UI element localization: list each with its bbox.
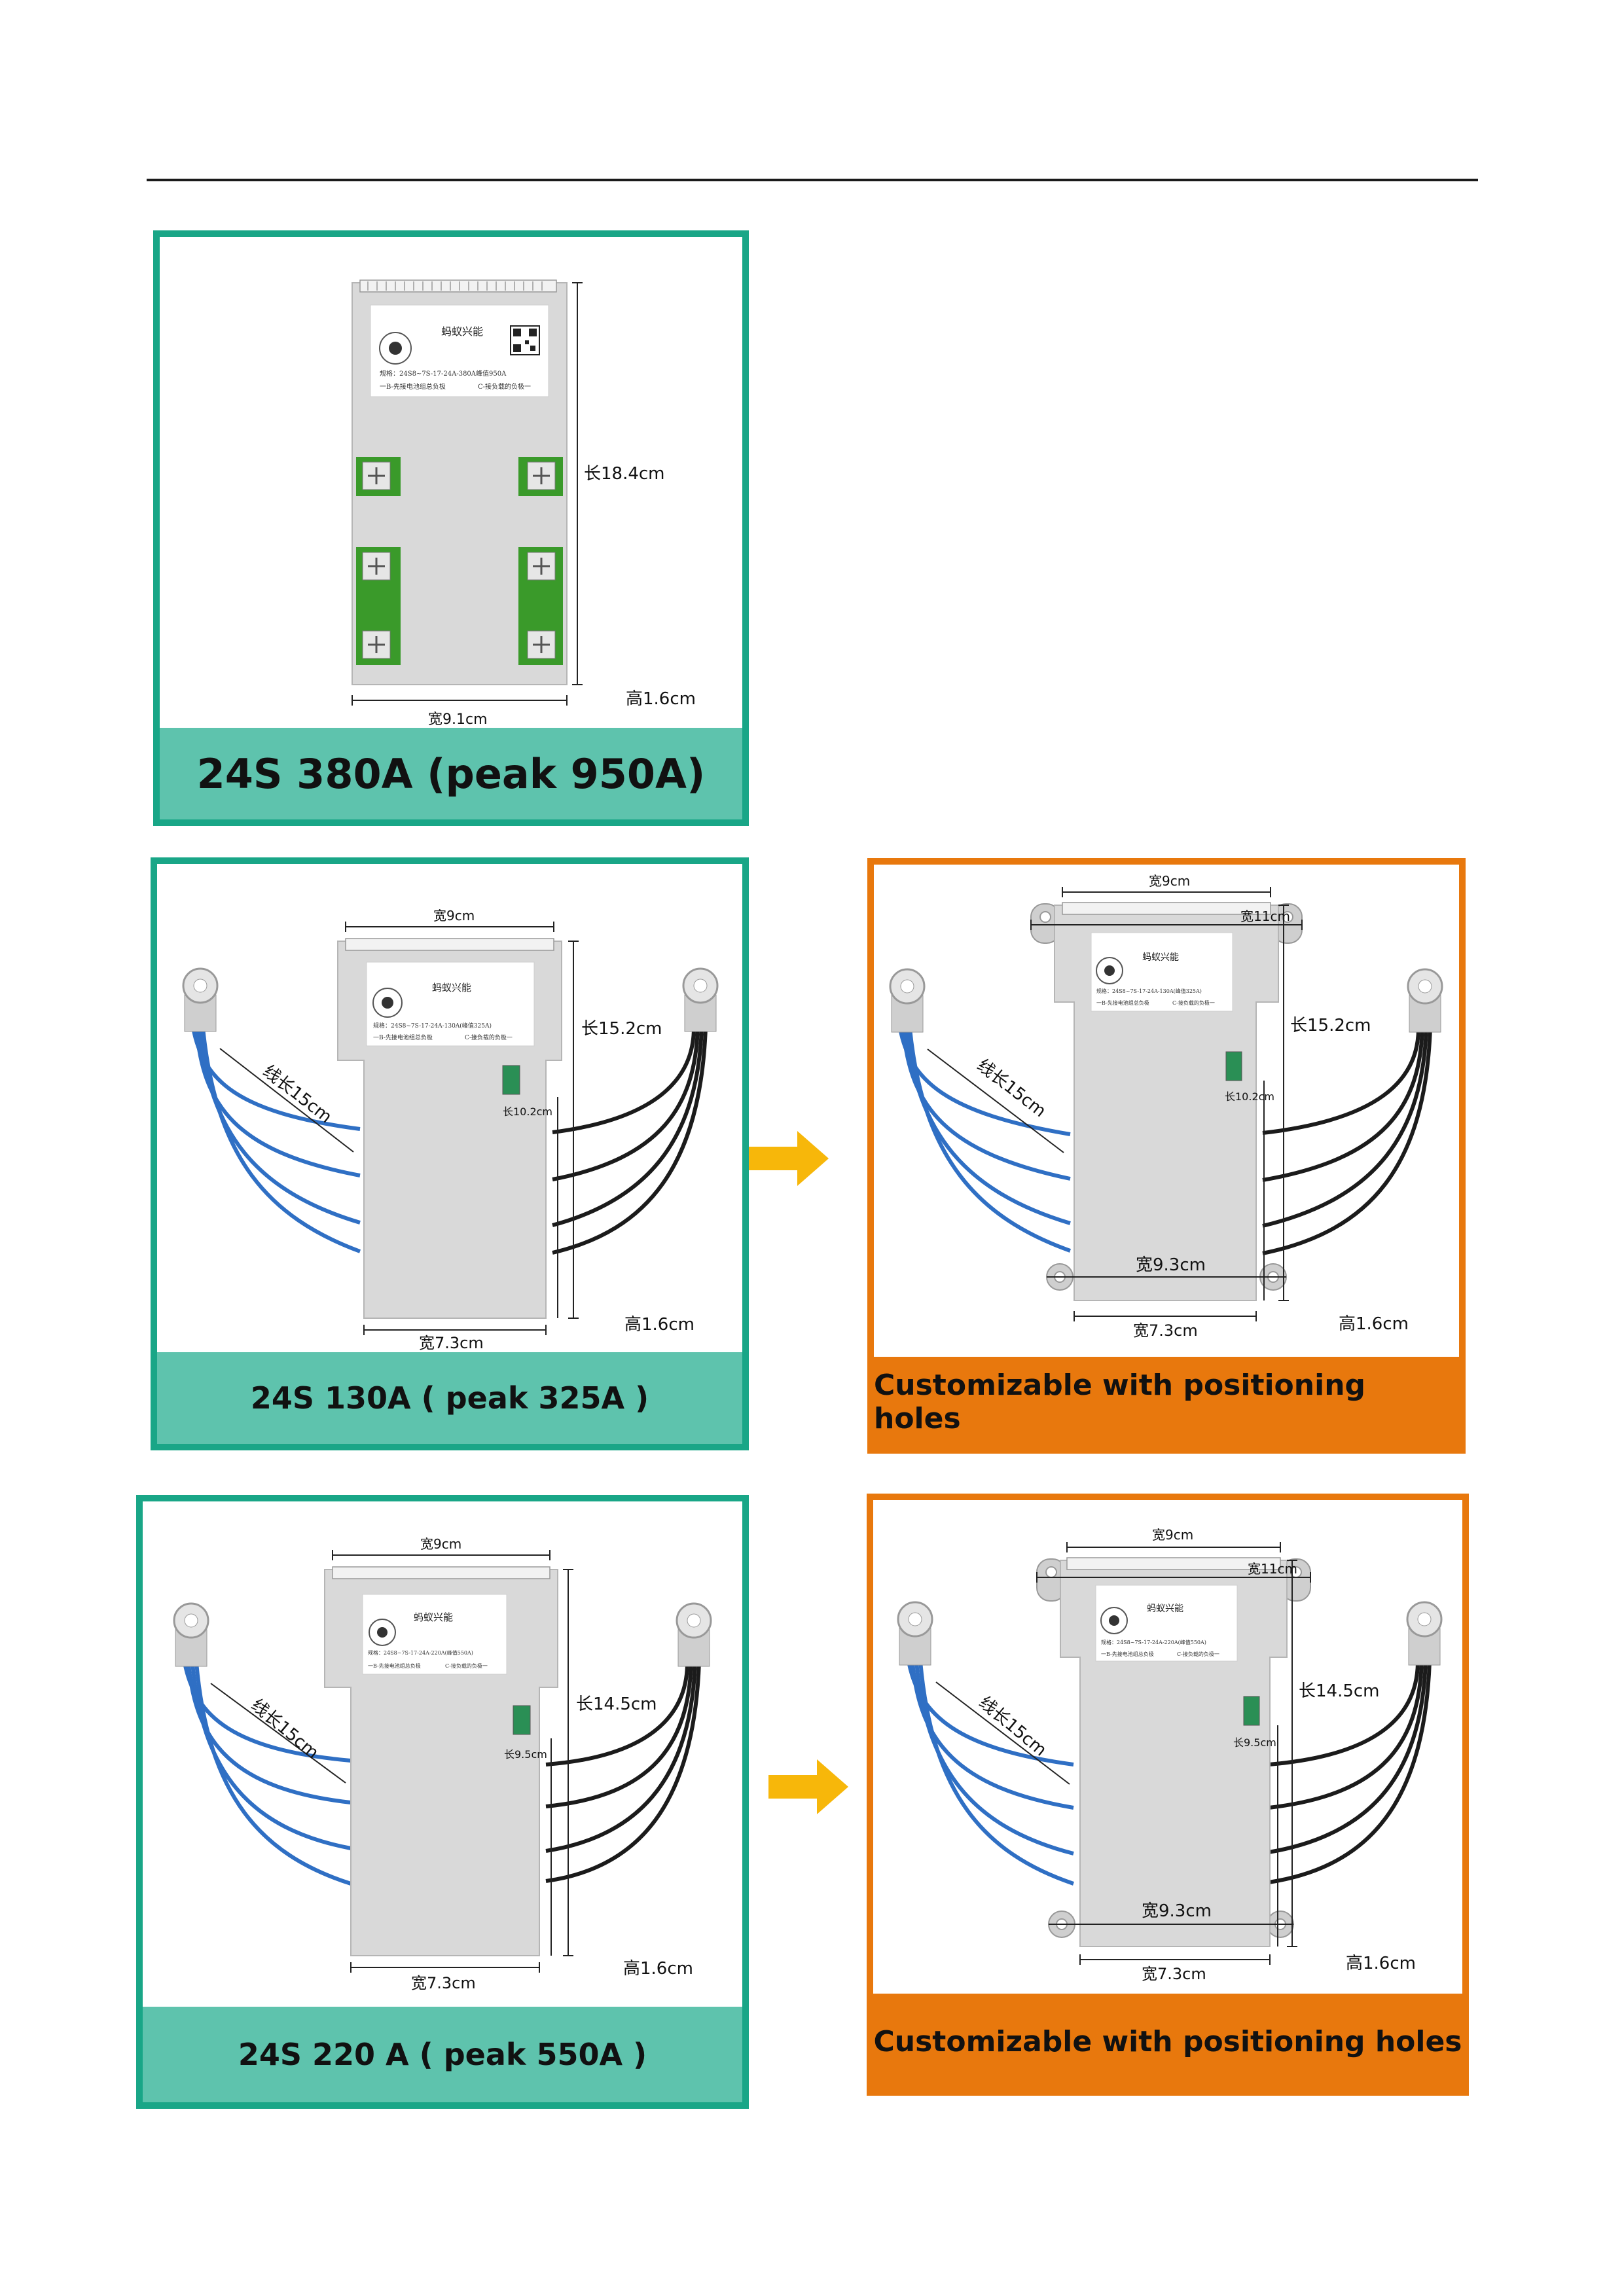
right-arrow-icon: [749, 1131, 829, 1186]
blue-wire-bundle: [907, 1660, 1074, 1886]
product-label: [1091, 932, 1233, 1012]
right-arrow-icon: [768, 1759, 848, 1814]
balance-connector-strip: [345, 938, 554, 951]
label-brand: 蚂蚁兴能: [1147, 1604, 1183, 1614]
label-brand: 蚂蚁兴能: [432, 982, 471, 994]
blue-wire-bundle: [898, 1028, 1072, 1253]
dim-mid-width: 宽9.3cm: [1142, 1901, 1212, 1921]
dim-length: 长15.2cm: [581, 1019, 662, 1039]
label-brand: 蚂蚁兴能: [414, 1611, 453, 1623]
label-neg-right: C-接负载的负极一: [1172, 999, 1215, 1006]
dim-length: 长15.2cm: [1290, 1016, 1371, 1035]
label-neg-left: 一B-先接电池组总负极: [380, 382, 446, 391]
ring-lug-icon: [182, 967, 719, 1032]
balance-connector-strip: [1066, 1557, 1281, 1570]
dim-top-width: 宽9cm: [1149, 873, 1190, 889]
dim-height: 高1.6cm: [626, 689, 696, 709]
balance-connector-icon: [1243, 1696, 1260, 1726]
label-model: 规格：24S8~7S-17-24A-380A峰值950A: [380, 369, 507, 378]
caption-custom-130a: Customizable with positioning holes: [874, 1357, 1459, 1447]
dim-width: 宽9.1cm: [428, 711, 488, 728]
label-neg-left: 一B-先接电池组总负极: [1101, 1651, 1154, 1657]
balance-connector-strip: [332, 1566, 550, 1579]
dim-length: 长14.5cm: [576, 1695, 657, 1714]
balance-connector-strip: [1062, 902, 1271, 915]
label-brand: 蚂蚁兴能: [1142, 952, 1179, 963]
blue-wire-bundle: [183, 1662, 352, 1886]
dim-length: 长18.4cm: [584, 464, 665, 484]
balance-connector-icon: [513, 1705, 531, 1735]
dim-top-width: 宽9cm: [433, 908, 475, 924]
dim-width: 宽7.3cm: [411, 1974, 476, 1992]
ring-lug-icon: [889, 968, 1443, 1033]
dim-wire-length: 线长15cm: [247, 1695, 323, 1763]
dim-sub-length: 长10.2cm: [1225, 1090, 1274, 1103]
bms-board-130a-figure: 蚂蚁兴能 规格：24S8~7S-17-24A-130A(峰值325A) 一B-先…: [182, 908, 719, 1352]
black-wire-bundle: [545, 1662, 701, 1883]
dim-wire-length: 线长15cm: [975, 1693, 1051, 1760]
brand-logo-icon: [372, 988, 403, 1018]
brand-logo-icon: [1100, 1607, 1128, 1634]
label-neg-right: C-接负载的负极一: [478, 382, 531, 391]
ring-lug-icon: [173, 1602, 712, 1667]
dim-top-width: 宽9cm: [420, 1536, 461, 1552]
label-neg-right: C-接负载的负极一: [445, 1662, 488, 1669]
ring-lug-icon: [897, 1601, 1443, 1666]
black-wire-bundle: [1262, 1028, 1432, 1255]
caption-220a: 24S 220 A ( peak 550A ): [143, 2007, 742, 2102]
custom-card-220a: 蚂蚁兴能 规格：24S8~7S-17-24A-220A(峰值550A) 一B-先…: [867, 1494, 1469, 2096]
label-brand: 蚂蚁兴能: [441, 325, 483, 338]
caption-380a: 24S 380A (peak 950A): [160, 728, 742, 819]
blue-wire-bundle: [191, 1027, 361, 1253]
product-card-220a: 蚂蚁兴能 规格：24S8~7S-17-24A-220A(峰值550A) 一B-先…: [136, 1495, 749, 2109]
balance-connector-icon: [1225, 1051, 1242, 1081]
caption-custom-220a: Customizable with positioning holes: [873, 1994, 1462, 2089]
bms-board-130a-custom-figure: 蚂蚁兴能 规格：24S8~7S-17-24A-130A(峰值325A) 一B-先…: [889, 873, 1443, 1340]
caption-130a: 24S 130A ( peak 325A ): [157, 1352, 742, 1444]
custom-card-130a: 蚂蚁兴能 规格：24S8~7S-17-24A-130A(峰值325A) 一B-先…: [867, 858, 1466, 1454]
product-label: [1095, 1585, 1238, 1662]
bms-board-220a-figure: 蚂蚁兴能 规格：24S8~7S-17-24A-220A(峰值550A) 一B-先…: [173, 1536, 712, 1992]
dim-height: 高1.6cm: [1339, 1314, 1409, 1334]
screw-terminal-icon: [356, 457, 563, 665]
dim-sub-length: 长9.5cm: [504, 1748, 547, 1761]
dim-height: 高1.6cm: [1346, 1954, 1416, 1973]
dim-height: 高1.6cm: [624, 1315, 695, 1335]
product-card-130a: 蚂蚁兴能 规格：24S8~7S-17-24A-130A(峰值325A) 一B-先…: [151, 857, 749, 1450]
label-neg-right: C-接负载的负极一: [1177, 1651, 1219, 1657]
bms-board-220a-custom-figure: 蚂蚁兴能 规格：24S8~7S-17-24A-220A(峰值550A) 一B-先…: [897, 1527, 1443, 1983]
brand-logo-icon: [1096, 957, 1123, 984]
product-card-380a: 蚂蚁兴能 规格：24S8~7S-17-24A-380A峰值950A 一B-先接电…: [153, 230, 749, 826]
dim-hole-width: 宽11cm: [1240, 908, 1290, 924]
black-wire-bundle: [1268, 1660, 1432, 1884]
label-model: 规格：24S8~7S-17-24A-130A(峰值325A): [373, 1022, 492, 1030]
dim-length: 长14.5cm: [1299, 1681, 1380, 1701]
brand-logo-icon: [369, 1619, 396, 1646]
dim-width: 宽7.3cm: [1142, 1965, 1206, 1983]
balance-connector-strip: [359, 279, 557, 293]
dim-mid-width: 宽9.3cm: [1136, 1255, 1206, 1275]
dim-sub-length: 长10.2cm: [503, 1105, 552, 1118]
bms-board-380a-figure: 蚂蚁兴能 规格：24S8~7S-17-24A-380A峰值950A 一B-先接电…: [352, 279, 696, 728]
dim-width: 宽7.3cm: [419, 1334, 484, 1352]
dim-top-width: 宽9cm: [1152, 1527, 1193, 1543]
brand-logo-icon: [379, 332, 412, 365]
product-label: [366, 961, 535, 1047]
qr-code-icon: [510, 325, 540, 355]
label-neg-right: C-接负载的负极一: [465, 1033, 513, 1041]
label-model: 规格：24S8~7S-17-24A-130A(峰值325A): [1096, 988, 1202, 994]
balance-connector-icon: [502, 1065, 520, 1095]
dim-sub-length: 长9.5cm: [1233, 1736, 1276, 1749]
dim-height: 高1.6cm: [623, 1959, 693, 1979]
label-neg-left: 一B-先接电池组总负极: [373, 1033, 433, 1041]
label-model: 规格：24S8~7S-17-24A-220A(峰值550A): [368, 1649, 473, 1656]
label-neg-left: 一B-先接电池组总负极: [368, 1662, 421, 1669]
dim-hole-width: 宽11cm: [1248, 1561, 1297, 1577]
header-rule: [147, 179, 1478, 181]
black-wire-bundle: [552, 1027, 708, 1255]
dim-width: 宽7.3cm: [1133, 1321, 1198, 1340]
label-model: 规格：24S8~7S-17-24A-220A(峰值550A): [1101, 1639, 1206, 1645]
label-neg-left: 一B-先接电池组总负极: [1096, 999, 1149, 1006]
